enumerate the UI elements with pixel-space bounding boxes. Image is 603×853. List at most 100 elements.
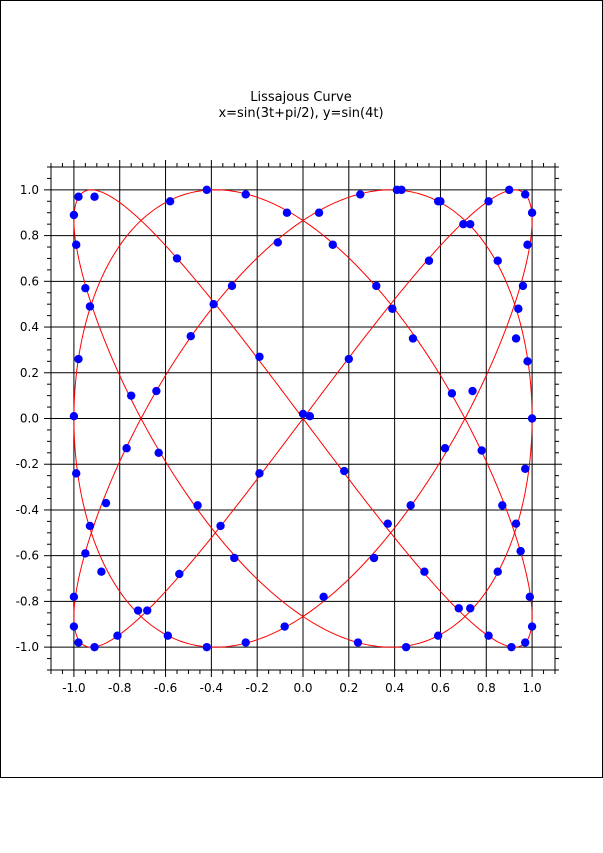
data-point bbox=[122, 444, 131, 453]
x-tick-label: 0.0 bbox=[293, 681, 312, 695]
data-point bbox=[85, 521, 95, 531]
data-point bbox=[433, 197, 443, 206]
data-point bbox=[424, 256, 434, 265]
data-point bbox=[521, 190, 530, 199]
data-point bbox=[282, 208, 292, 217]
data-point bbox=[344, 354, 354, 364]
y-tick-label: -0.2 bbox=[16, 457, 39, 471]
data-point bbox=[477, 446, 486, 455]
chart-subtitle: x=sin(3t+pi/2), y=sin(4t) bbox=[218, 106, 383, 121]
data-point bbox=[74, 192, 83, 201]
data-point bbox=[241, 190, 250, 199]
data-point bbox=[527, 622, 537, 631]
y-tick-label: -1.0 bbox=[16, 640, 39, 654]
plot-frame bbox=[0, 0, 603, 778]
data-point bbox=[72, 240, 81, 249]
data-point bbox=[216, 521, 225, 531]
data-point bbox=[484, 197, 493, 206]
data-point bbox=[433, 631, 443, 640]
data-point bbox=[328, 240, 337, 249]
x-tick-label: -0.6 bbox=[154, 681, 177, 695]
y-tick-label: 0.0 bbox=[20, 412, 39, 426]
data-point bbox=[356, 190, 365, 199]
data-point bbox=[521, 638, 530, 647]
grid bbox=[51, 167, 555, 670]
data-point bbox=[466, 219, 475, 229]
y-tick-label: -0.4 bbox=[16, 503, 39, 517]
data-point bbox=[69, 622, 79, 631]
x-tick-label: 0.2 bbox=[339, 681, 358, 695]
data-point bbox=[230, 553, 239, 563]
data-point bbox=[372, 281, 381, 291]
axis-ticks bbox=[44, 160, 562, 677]
data-point bbox=[255, 469, 264, 478]
data-point bbox=[154, 448, 163, 457]
data-point bbox=[175, 569, 184, 579]
data-point bbox=[401, 642, 411, 652]
data-point bbox=[484, 631, 493, 640]
data-point bbox=[369, 553, 379, 563]
data-point bbox=[85, 302, 95, 311]
data-point bbox=[69, 412, 79, 421]
data-point bbox=[90, 192, 99, 201]
y-tick-label: 0.4 bbox=[20, 320, 39, 334]
data-point bbox=[280, 622, 289, 631]
x-tick-label: -0.2 bbox=[245, 681, 268, 695]
data-point bbox=[498, 501, 507, 510]
y-tick-label: -0.6 bbox=[16, 549, 39, 563]
data-point bbox=[406, 501, 415, 510]
data-point bbox=[319, 592, 328, 602]
data-point bbox=[193, 501, 202, 510]
data-point bbox=[420, 567, 429, 576]
data-point bbox=[126, 391, 136, 400]
data-point bbox=[81, 283, 90, 293]
data-point bbox=[516, 546, 525, 556]
data-point bbox=[172, 254, 182, 263]
data-point bbox=[90, 642, 99, 652]
data-point bbox=[447, 389, 457, 398]
y-tick-label: 0.8 bbox=[20, 229, 39, 243]
data-point bbox=[440, 444, 450, 453]
data-point bbox=[273, 238, 282, 247]
x-tick-label: 0.6 bbox=[431, 681, 450, 695]
data-point bbox=[202, 185, 211, 195]
data-point bbox=[314, 208, 324, 217]
data-point bbox=[165, 197, 175, 206]
data-point bbox=[133, 606, 143, 615]
data-point bbox=[74, 638, 83, 647]
data-point bbox=[468, 386, 477, 396]
data-point bbox=[504, 185, 514, 195]
plot-area-border bbox=[50, 166, 556, 671]
data-point bbox=[525, 592, 534, 602]
data-point bbox=[507, 642, 516, 652]
data-point bbox=[143, 606, 152, 615]
y-tick-label: -0.8 bbox=[16, 594, 39, 608]
data-point bbox=[81, 549, 90, 558]
data-point bbox=[454, 604, 463, 613]
data-point bbox=[227, 281, 237, 291]
data-point bbox=[493, 256, 502, 265]
data-point bbox=[527, 414, 537, 423]
data-point bbox=[305, 412, 315, 421]
data-point bbox=[186, 331, 195, 341]
data-point bbox=[523, 240, 532, 249]
data-point bbox=[511, 334, 521, 343]
data-point bbox=[388, 304, 397, 313]
x-tick-label: -1.0 bbox=[62, 681, 85, 695]
data-point bbox=[527, 208, 537, 217]
data-point bbox=[72, 469, 81, 478]
data-point bbox=[241, 638, 250, 647]
data-point bbox=[97, 567, 106, 576]
chart-title: Lissajous Curve bbox=[250, 90, 351, 105]
data-point bbox=[408, 334, 418, 343]
data-point bbox=[523, 357, 532, 366]
y-tick-label: 0.6 bbox=[20, 274, 39, 288]
data-point bbox=[353, 638, 363, 647]
data-point bbox=[69, 592, 79, 602]
data-point bbox=[255, 352, 264, 361]
data-point bbox=[392, 185, 402, 195]
data-point bbox=[466, 604, 475, 613]
data-point bbox=[163, 631, 173, 640]
data-point bbox=[152, 386, 161, 396]
